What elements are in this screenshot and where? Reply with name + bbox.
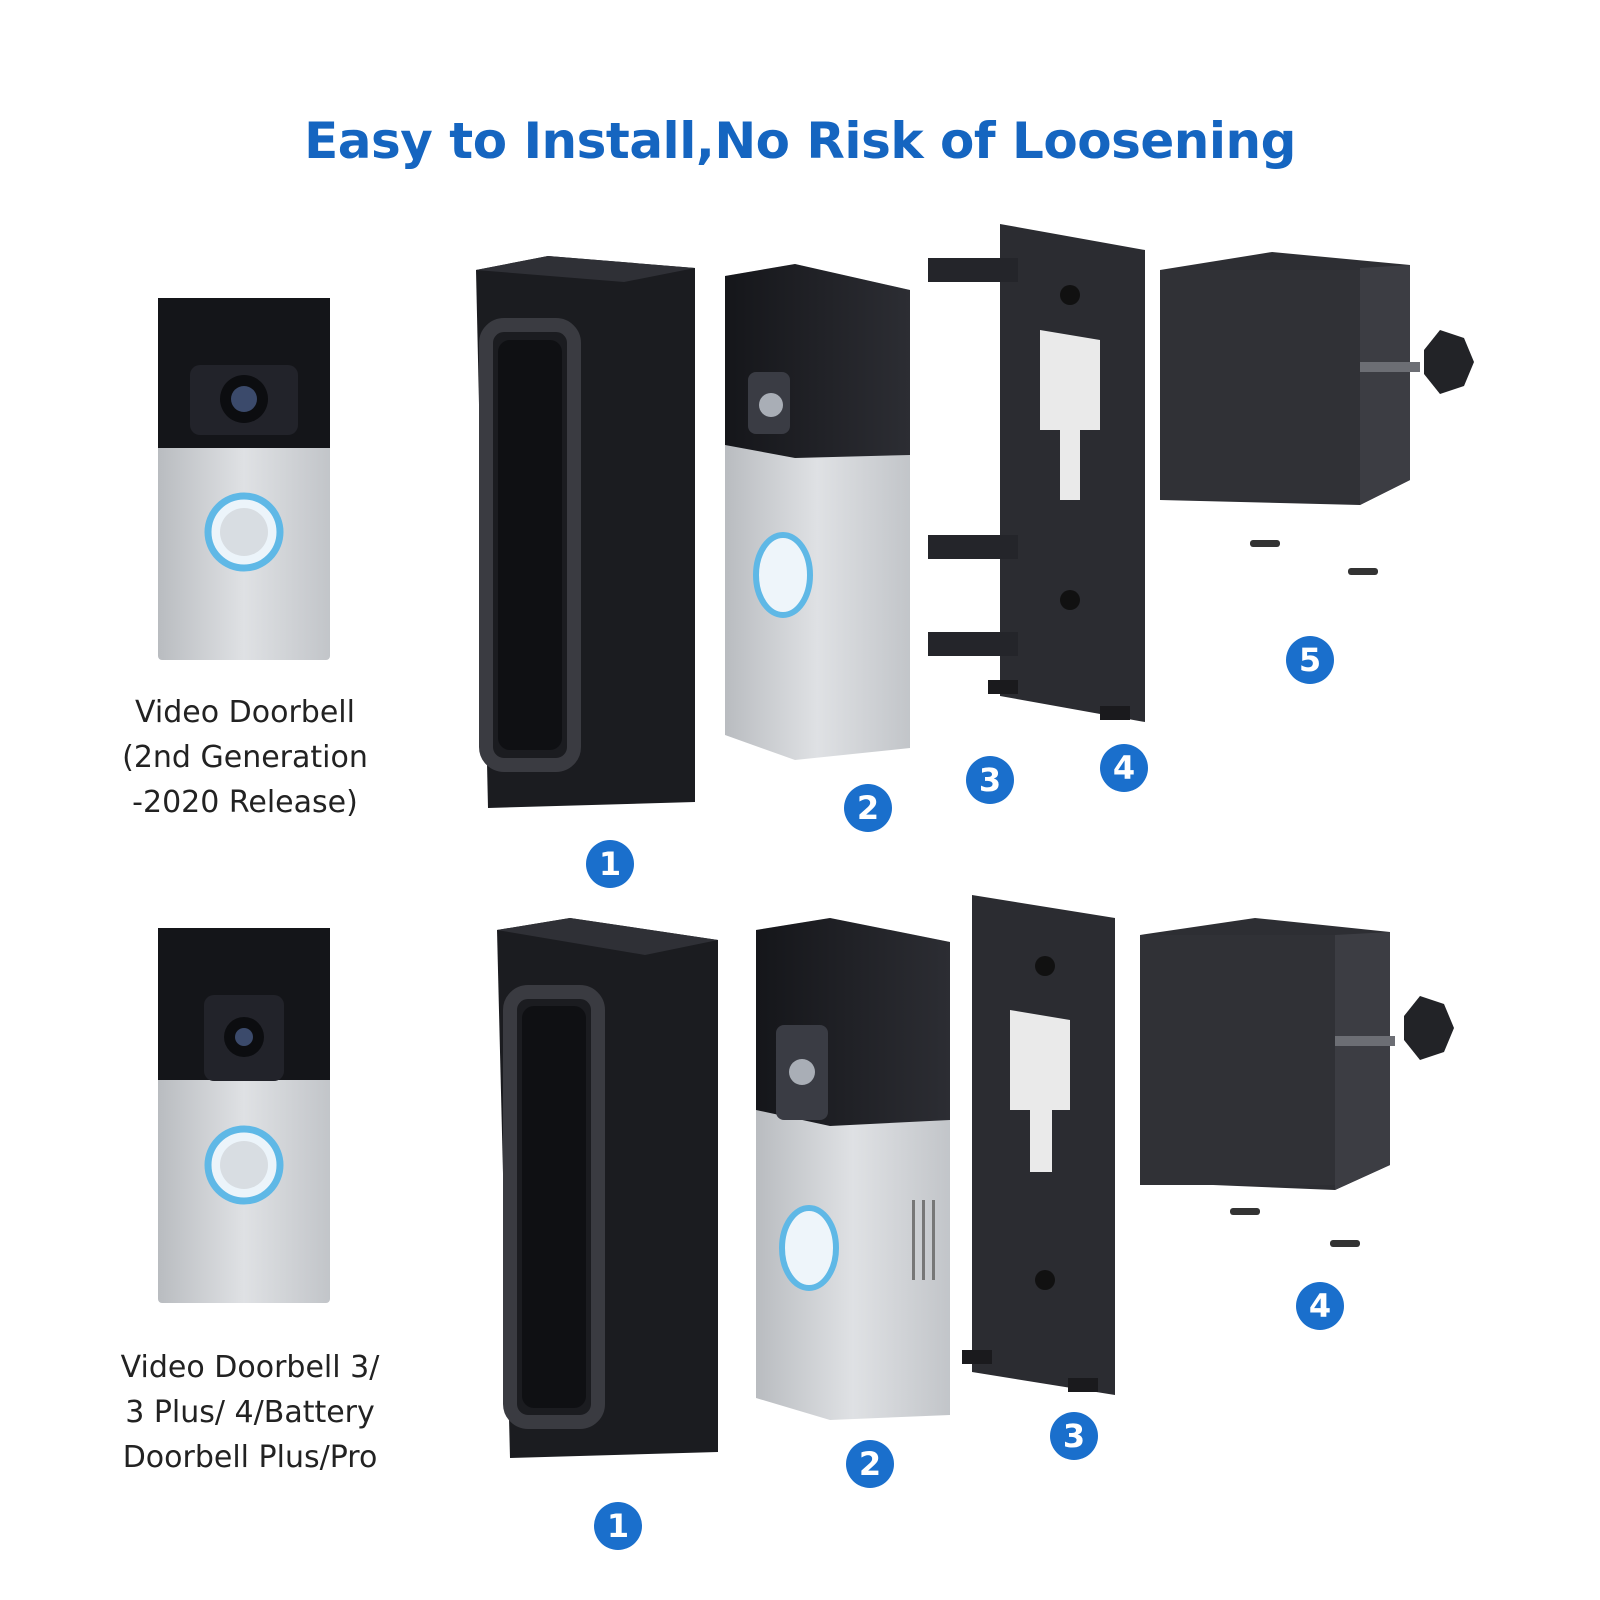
row2-badge-3: 3: [1050, 1412, 1098, 1460]
doorbell-3-4-image: [158, 928, 330, 1303]
row2-sleeve-image: [497, 918, 718, 1458]
row2-badge-2: 2: [846, 1440, 894, 1488]
row1-bracket-image: [1160, 252, 1474, 575]
row1-badge-1: 1: [586, 840, 634, 888]
row2-doorbell-image: [756, 918, 950, 1420]
row1-device-label: Video Doorbell (2nd Generation -2020 Rel…: [100, 690, 390, 825]
row1-badge-2: 2: [844, 784, 892, 832]
page-title: Easy to Install,No Risk of Loosening: [304, 112, 1296, 170]
row1-mount-plate-image: [928, 224, 1145, 722]
row2-badge-1: 1: [594, 1502, 642, 1550]
row1-label-line: Video Doorbell: [135, 695, 355, 730]
row2-label-line: Video Doorbell 3/: [120, 1350, 380, 1385]
doorbell-2nd-gen-image: [158, 298, 330, 660]
row2-device-label: Video Doorbell 3/ 3 Plus/ 4/Battery Door…: [95, 1345, 405, 1480]
row1-label-line: (2nd Generation: [122, 740, 368, 775]
row1-badge-5: 5: [1286, 636, 1334, 684]
row2-label-line: Doorbell Plus/Pro: [122, 1440, 378, 1475]
row1-badge-4: 4: [1100, 744, 1148, 792]
row1-doorbell-image: [725, 264, 910, 760]
row2-badge-4: 4: [1296, 1282, 1344, 1330]
row1-sleeve-image: [476, 256, 695, 808]
row2-label-line: 3 Plus/ 4/Battery: [125, 1395, 375, 1430]
row1-badge-3: 3: [966, 756, 1014, 804]
row1-label-line: -2020 Release): [132, 785, 358, 820]
row2-mount-plate-image: [962, 895, 1115, 1395]
row2-bracket-image: [1140, 918, 1454, 1247]
